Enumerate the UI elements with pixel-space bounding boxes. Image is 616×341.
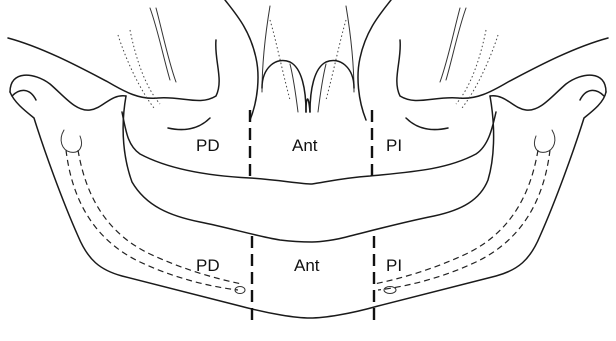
mandible-outline [10,75,606,318]
lower-label-ant: Ant [294,256,320,275]
upper-label-pd: PD [196,136,220,155]
lower-label-pi: PI [386,256,402,275]
upper-incisors [262,60,354,112]
mental-foramen-right [384,287,396,294]
upper-label-pi: PI [386,136,402,155]
lower-label-pd: PD [196,256,220,275]
upper-label-ant: Ant [292,136,318,155]
